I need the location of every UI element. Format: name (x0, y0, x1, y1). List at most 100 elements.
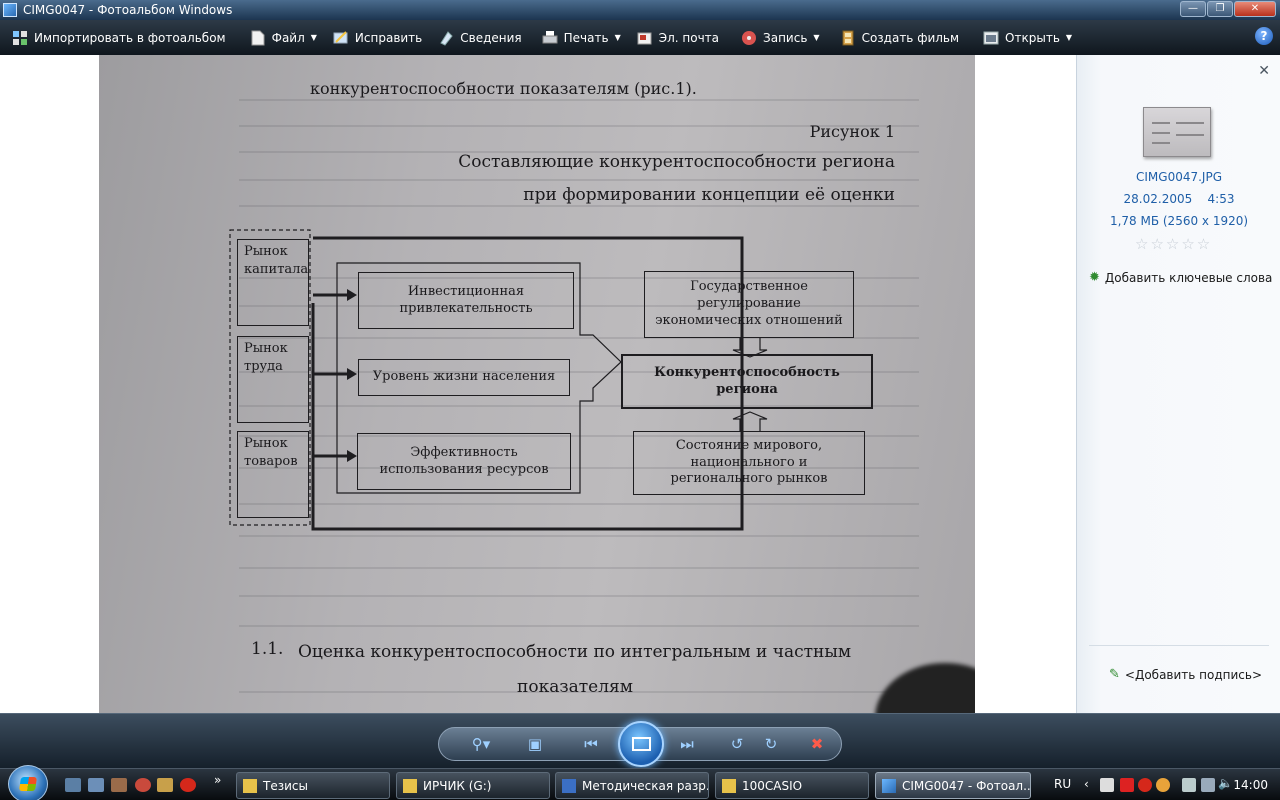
system-tray: RU ‹ 🔈 14:00 (1052, 769, 1280, 800)
task-label: 100CASIO (742, 778, 803, 793)
file-name[interactable]: CIMG0047.JPG (1136, 170, 1222, 184)
toolbar: Импортировать в фотоальбом Файл▼ Исправи… (0, 20, 1280, 55)
fix-icon (333, 30, 349, 46)
add-caption-link[interactable]: ✎ <Добавить подпись> (1109, 667, 1262, 682)
previous-icon[interactable]: ⏮ (584, 735, 598, 753)
burn-menu[interactable]: Запись▼ (733, 25, 828, 51)
info-icon (438, 30, 454, 46)
add-keywords-label: Добавить ключевые слова (1104, 270, 1273, 285)
quicklaunch-app-icon[interactable] (157, 778, 173, 792)
factor-efficiency-box: Эффективность использования ресурсов (357, 433, 571, 490)
tray-app-icon[interactable] (1156, 778, 1170, 792)
tray-app-icon[interactable] (1100, 778, 1114, 792)
file-size: 1,78 МБ (2560 x 1920) (1109, 214, 1249, 228)
tray-expand-icon[interactable]: ‹ (1084, 777, 1089, 791)
navigation-controls: ⚲▾ ▣ ⏮ ⏭ ↺ ↻ ✖ (438, 721, 842, 767)
windows-logo-icon (19, 777, 37, 791)
quicklaunch-app-icon[interactable] (135, 778, 151, 792)
factor-investment-box: Инвестиционная привлекательность (358, 272, 574, 329)
photo-thumbnail[interactable] (1143, 107, 1211, 157)
taskbar-item-theses[interactable]: Тезисы (236, 772, 390, 799)
task-label: ИРЧИК (G:) (423, 778, 492, 793)
burn-label: Запись (763, 30, 808, 45)
email-button[interactable]: Эл. почта (629, 25, 727, 51)
rotate-left-icon[interactable]: ↺ (730, 735, 744, 753)
taskbar-item-document[interactable]: Методическая разр... (555, 772, 709, 799)
import-button[interactable]: Импортировать в фотоальбом (4, 25, 234, 51)
import-label: Импортировать в фотоальбом (34, 30, 226, 45)
info-button[interactable]: Сведения (430, 25, 529, 51)
quicklaunch-more-icon[interactable]: » (214, 773, 222, 787)
market-goods-box: Рынок товаров (237, 431, 309, 518)
file-menu[interactable]: Файл▼ (242, 25, 325, 51)
email-icon (637, 30, 653, 46)
market-labor-box: Рынок труда (237, 336, 309, 423)
show-desktop-icon[interactable] (65, 778, 81, 792)
make-movie-label: Создать фильм (861, 30, 960, 45)
battery-icon[interactable] (1182, 778, 1196, 792)
file-date: 28.02.2005 (1123, 192, 1193, 206)
start-button[interactable] (8, 765, 48, 800)
pencil-icon: ✎ (1109, 667, 1120, 682)
info-label: Сведения (460, 30, 522, 45)
title-bar: CIMG0047 - Фотоальбом Windows — ❐ ✕ (0, 0, 1280, 20)
volume-icon[interactable]: 🔈 (1218, 776, 1233, 790)
factor-living-standard-box: Уровень жизни населения (358, 359, 570, 396)
language-indicator[interactable]: RU (1054, 777, 1072, 791)
fit-window-icon[interactable]: ▣ (527, 735, 543, 753)
info-panel: ✕ CIMG0047.JPG 28.02.2005 4:53 1,78 МБ (… (1076, 55, 1280, 713)
taskbar-item-casio-folder[interactable]: 100CASIO (715, 772, 869, 799)
state-regulation-box: Государственное регулирование экономичес… (644, 271, 854, 338)
switch-windows-icon[interactable] (88, 778, 104, 792)
tray-app-icon[interactable] (1120, 778, 1134, 792)
fix-label: Исправить (354, 30, 423, 45)
regional-competitiveness-box: Конкурентоспособность региона (621, 354, 873, 409)
markets-state-box: Состояние мирового, национального и реги… (633, 431, 865, 495)
task-label: Методическая разр... (582, 778, 709, 793)
section-title-line1: Оценка конкурентоспособности по интеграл… (298, 642, 852, 662)
network-icon[interactable] (1201, 778, 1215, 792)
make-movie-button[interactable]: Создать фильм (832, 25, 967, 51)
add-caption-label: <Добавить подпись> (1124, 667, 1263, 682)
help-button[interactable]: ? (1255, 27, 1273, 45)
taskbar-item-drive[interactable]: ИРЧИК (G:) (396, 772, 550, 799)
chevron-down-icon: ▼ (614, 33, 621, 42)
rotate-right-icon[interactable]: ↻ (764, 735, 778, 753)
word-document-icon (562, 778, 576, 793)
opera-icon[interactable] (180, 778, 196, 792)
close-panel-icon[interactable]: ✕ (1258, 63, 1270, 79)
market-capital-box: Рынок капитала (237, 239, 309, 326)
figure-label: Рисунок 1 (809, 122, 895, 141)
print-menu[interactable]: Печать ▼ (534, 25, 629, 51)
next-icon[interactable]: ⏭ (680, 735, 694, 753)
folder-icon (243, 778, 257, 793)
file-icon (250, 30, 266, 46)
rating-stars[interactable]: ☆☆☆☆☆ (1135, 235, 1213, 253)
photo-gallery-icon (882, 778, 896, 793)
open-menu[interactable]: Открыть▼ (975, 25, 1080, 51)
import-icon (12, 30, 28, 46)
taskbar-item-photo-gallery[interactable]: CIMG0047 - Фотоал... (875, 772, 1031, 799)
quicklaunch-app-icon[interactable] (111, 778, 127, 792)
close-window-button[interactable]: ✕ (1234, 1, 1276, 17)
print-icon (542, 30, 558, 46)
fix-button[interactable]: Исправить (325, 25, 430, 51)
maximize-button[interactable]: ❐ (1207, 1, 1233, 17)
burn-icon (741, 30, 757, 46)
clock[interactable]: 14:00 (1233, 778, 1268, 792)
zoom-icon[interactable]: ⚲▾ (471, 735, 491, 753)
add-keywords-link[interactable]: ✹ Добавить ключевые слова (1089, 270, 1272, 285)
figure-caption-line1: Составляющие конкурентоспособности регио… (458, 152, 895, 172)
photo-viewer: конкурентоспособности показателям (рис.1… (0, 55, 1076, 713)
email-label: Эл. почта (658, 30, 720, 45)
file-datetime[interactable]: 28.02.2005 4:53 (1077, 192, 1280, 206)
print-label: Печать (563, 30, 609, 45)
section-number: 1.1. (251, 639, 284, 659)
minimize-button[interactable]: — (1180, 1, 1206, 17)
diagram-lines (229, 229, 768, 531)
task-label: Тезисы (263, 778, 308, 793)
opera-icon[interactable] (1138, 778, 1152, 792)
delete-icon[interactable]: ✖ (810, 735, 824, 753)
slideshow-button[interactable] (618, 721, 664, 767)
window-title: CIMG0047 - Фотоальбом Windows (23, 3, 233, 17)
